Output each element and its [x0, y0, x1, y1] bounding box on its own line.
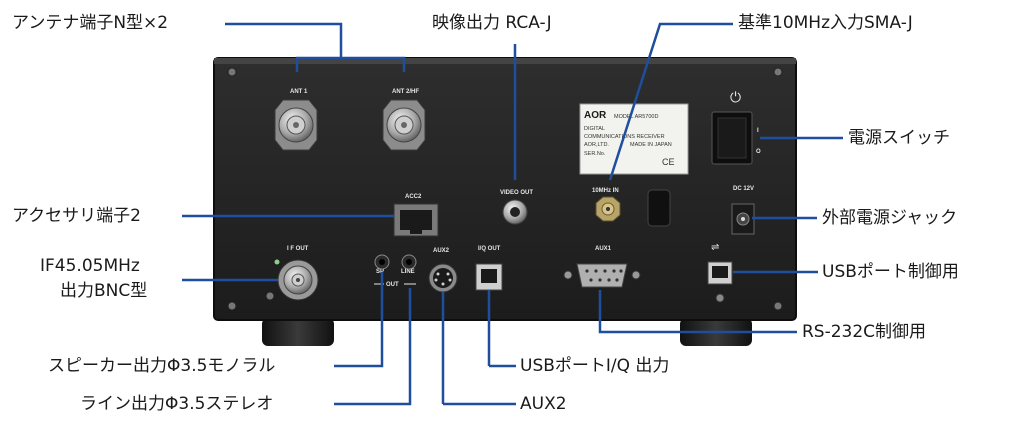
callout-aux2: AUX2: [520, 394, 567, 414]
leader-ref: [608, 22, 733, 181]
leader-lines: [182, 22, 843, 406]
ce-mark-icon: CE: [662, 157, 675, 167]
usb-control-port: ⇌: [707, 242, 733, 285]
callout-if-line2: 出力BNC型: [60, 281, 148, 301]
sp-line-jacks: SP LINE OUT: [374, 254, 417, 288]
leader-antenna-2: [341, 56, 406, 72]
switch-off-mark: O: [756, 149, 761, 155]
chassis-top-edge: [214, 58, 796, 64]
acc2-label: ACC2: [405, 194, 422, 200]
callout-acc: アクセサリ端子2: [12, 206, 141, 226]
cable-clamp: [647, 189, 671, 227]
aux1-db9: AUX1: [563, 246, 641, 288]
nameplate-line4: MADE IN JAPAN: [630, 142, 672, 148]
acc2-connector: ACC2: [393, 194, 439, 237]
out-label: OUT: [386, 282, 399, 288]
leader-rs232: [598, 290, 797, 334]
nameplate-line3: AOR,LTD.: [584, 142, 609, 148]
sp-label: SP: [376, 269, 384, 275]
dc-jack: DC 12V: [731, 186, 755, 235]
ant1-label: ANT 1: [290, 89, 308, 95]
callout-if-line1: IF45.05MHz: [40, 256, 140, 276]
ant2-label: ANT 2/HF: [392, 89, 419, 95]
aux2-panel-label: AUX2: [433, 248, 450, 254]
switch-on-mark: I: [757, 128, 759, 134]
callout-power-switch: 電源スイッチ: [848, 128, 950, 148]
callout-antenna: アンテナ端子N型×2: [12, 13, 169, 33]
callout-video: 映像出力 RCA-J: [432, 13, 552, 33]
aux2-connector: AUX2: [428, 248, 458, 293]
video-out-label: VIDEO OUT: [500, 190, 533, 196]
callout-usb-iq: USBポートI/Q 出力: [520, 356, 670, 376]
callout-line-out: ライン出力Φ3.5ステレオ: [80, 394, 274, 414]
callout-speaker: スピーカー出力Φ3.5モノラル: [48, 356, 276, 376]
power-switch: ⏻ I O: [711, 90, 761, 165]
ant1-connector: ANT 1: [274, 89, 318, 151]
ref-in-connector: 10MHz IN: [592, 188, 621, 222]
callout-ref: 基準10MHz入力SMA-J: [738, 13, 913, 33]
aux1-label: AUX1: [595, 246, 612, 252]
leader-speaker: [334, 272, 384, 368]
foot-left: [262, 318, 334, 346]
nameplate-model: MODEL AR5700D: [614, 114, 658, 120]
line-label: LINE: [401, 269, 415, 275]
video-out-connector: VIDEO OUT: [500, 190, 533, 225]
ant2-connector: ANT 2/HF: [382, 89, 426, 151]
nameplate-serial: SER.No.: [584, 151, 606, 157]
ref-in-label: 10MHz IN: [592, 188, 619, 194]
dc-label: DC 12V: [733, 186, 754, 192]
if-out-connector: I F OUT: [274, 246, 319, 301]
usb-symbol-icon: ⇌: [711, 242, 719, 253]
nameplate: AOR MODEL AR5700D DIGITAL COMMUNICATIONS…: [579, 103, 689, 175]
if-out-label: I F OUT: [287, 246, 309, 252]
ground-screw: [715, 293, 725, 303]
nameplate-brand: AOR: [584, 110, 607, 121]
iq-out-label: I/Q OUT: [478, 246, 501, 252]
nameplate-line1: DIGITAL: [584, 126, 605, 132]
callout-rs232: RS-232C制御用: [802, 322, 927, 342]
panel-screws: [227, 67, 783, 311]
leader-line-out: [334, 288, 412, 406]
callout-ext-power: 外部電源ジャック: [822, 208, 958, 228]
callout-usb-ctrl: USBポート制御用: [822, 262, 959, 282]
power-symbol-icon: ⏻: [730, 90, 741, 106]
